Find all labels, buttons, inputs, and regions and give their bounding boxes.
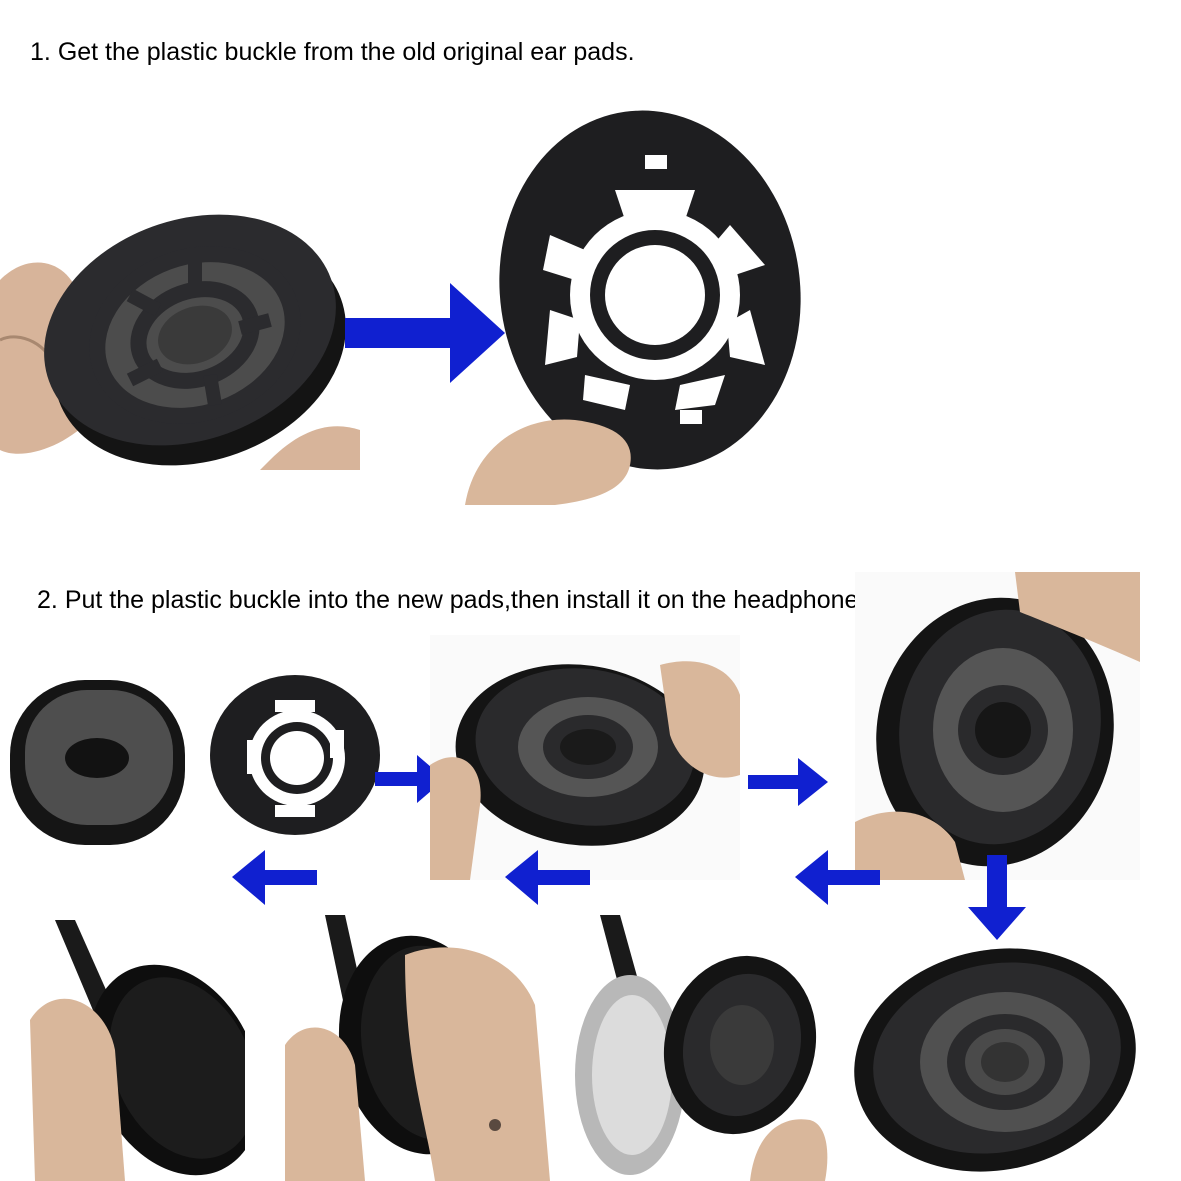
aligning-illustration [575,915,828,1181]
photo-plastic-buckle [465,95,835,505]
step-2-number: 2. [37,586,58,614]
inserting-illustration [430,635,740,880]
photo-buckle-small [205,670,385,840]
arrow-right-icon [375,755,445,803]
photo-pad-with-buckle [845,940,1141,1181]
mounting-illustration [285,915,550,1181]
photo-finished-headphone [25,920,245,1181]
finished-illustration [30,920,245,1181]
arrow-left-icon [232,850,317,905]
pressing-illustration [855,572,1140,880]
photo-inserting-buckle [430,635,740,880]
step-1-caption: 1. Get the plastic buckle from the old o… [30,40,635,65]
arrow-right-icon [748,758,828,806]
step-1-text: Get the plastic buckle from the old orig… [57,38,635,66]
arrow-right-icon [345,278,505,388]
buckle-small-illustration [210,675,380,835]
photo-new-ear-pad [5,670,190,850]
new-pad-illustration [10,680,185,845]
step-2-caption: 2. Put the plastic buckle into the new p… [37,588,858,613]
step-1-number: 1. [30,38,51,66]
arrow-left-icon [795,850,880,905]
old-pad-illustration [0,214,360,470]
step-2-text: Put the plastic buckle into the new pads… [64,586,859,614]
arrow-down-icon [968,855,1026,940]
pad-buckle-illustration [854,948,1136,1172]
arrow-left-icon [505,850,590,905]
photo-pressing-edges [855,572,1140,880]
photo-mounting-pad [285,915,550,1181]
photo-aligning-pad [570,915,830,1181]
photo-hand-holding-old-pad [0,130,360,470]
buckle-illustration [465,110,801,505]
